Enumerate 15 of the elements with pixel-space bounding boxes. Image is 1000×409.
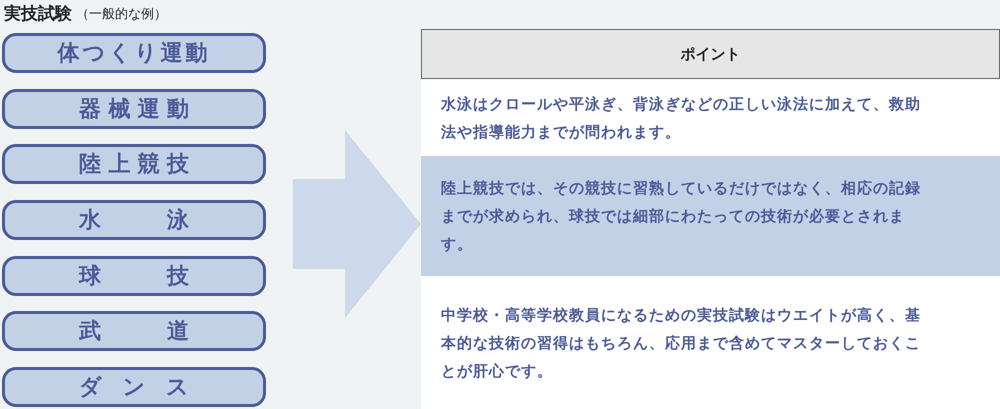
category-pill: 水泳 bbox=[2, 200, 266, 240]
row-text: 中学校・高等学校教員になるための実技試験はウエイトが高く、基本的な技術の習得はもちろん、応用まで含めてマスターしておくことが肝心です。 bbox=[441, 304, 922, 382]
subtitle: （一般的な例） bbox=[76, 6, 167, 23]
row-text: 陸上競技では、その競技に習熟しているだけではなく、相応の記録までが求められ、球技では細部にわたっての技術が必要とされます。 bbox=[441, 178, 922, 255]
category-pill: 器械運動 bbox=[2, 89, 266, 129]
table-header: ポイント bbox=[421, 29, 1000, 79]
block-arrow bbox=[293, 130, 421, 318]
category-pill: 武道 bbox=[2, 311, 266, 351]
category-pill: 陸上競技 bbox=[2, 144, 266, 184]
row-text: 水泳はクロールや平泳ぎ、背泳ぎなどの正しい泳法に加えて、救助法や指導能力までが問われます。 bbox=[441, 94, 922, 142]
category-pill: 球技 bbox=[2, 256, 266, 296]
category-pill: 体つくり運動 bbox=[2, 33, 266, 73]
category-pill: ダンス bbox=[2, 367, 266, 407]
table-row bbox=[421, 156, 1000, 276]
title: 実技試験 bbox=[4, 3, 72, 25]
